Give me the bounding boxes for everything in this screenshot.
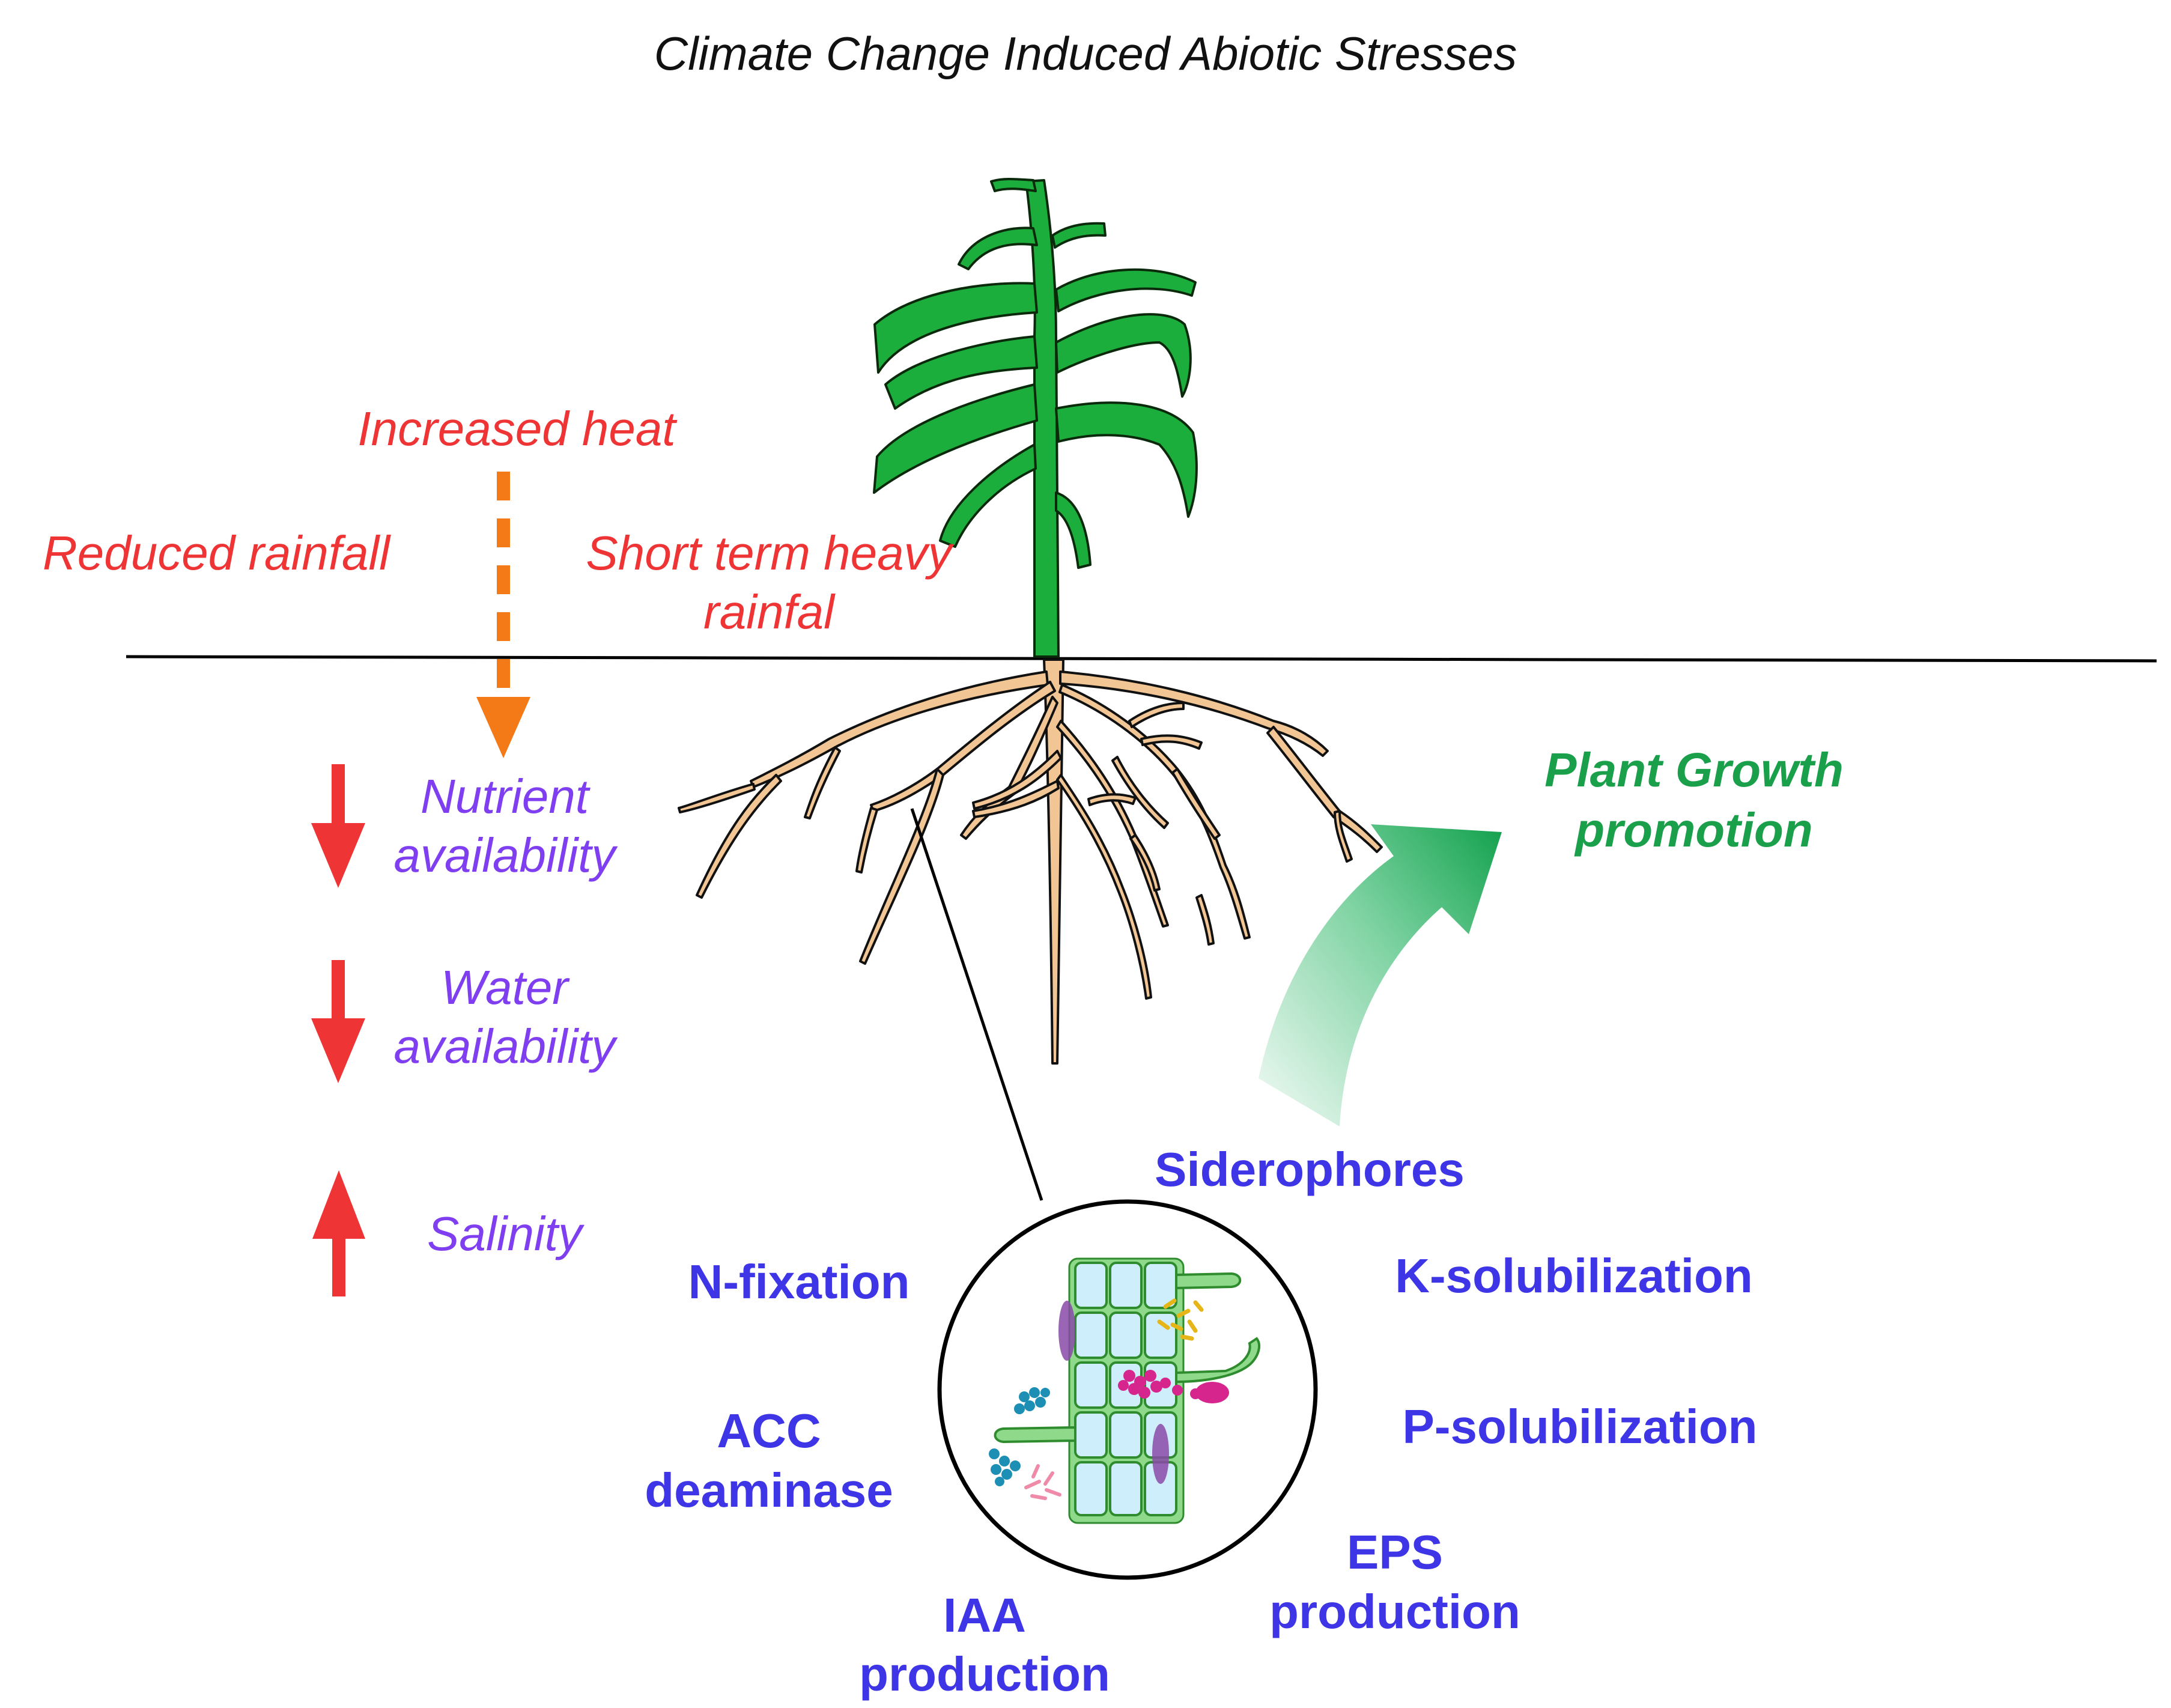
effect-water-line1: Water (441, 961, 568, 1014)
effect-nutrient-line1: Nutrient (420, 770, 589, 823)
outcome-line1: Plant Growth (1544, 743, 1844, 797)
magnifier-connector-line (910, 808, 1043, 1201)
mechanism-p-solubilization: P-solubilization (1402, 1400, 1758, 1453)
mechanism-acc-line2: deaminase (645, 1463, 893, 1517)
mechanism-eps-line2: production (1269, 1585, 1520, 1638)
down-arrow-icon (311, 764, 365, 888)
stress-heavy-rainfall-line1: Short term heavy (586, 526, 952, 580)
mechanism-eps-line1: EPS (1346, 1525, 1444, 1579)
soil-surface-line (126, 655, 2157, 663)
outcome-line2: promotion (1575, 803, 1813, 857)
dashed-down-arrow-icon (476, 472, 530, 758)
stress-increased-heat: Increased heat (357, 402, 676, 455)
stress-heavy-rainfall-line2: rainfal (703, 585, 834, 639)
up-arrow-icon (312, 1170, 365, 1296)
effect-nutrient-line2: availability (393, 828, 616, 882)
mechanism-siderophores: Siderophores (1155, 1143, 1465, 1196)
mechanism-iaa-line1: IAA (943, 1588, 1026, 1642)
mechanism-iaa-line2: production (859, 1647, 1110, 1701)
mechanism-k-solubilization: K-solubilization (1395, 1249, 1753, 1302)
diagram-title: Climate Change Induced Abiotic Stresses (654, 27, 1517, 80)
mechanism-acc-line1: ACC (717, 1404, 821, 1457)
root-system-icon (678, 658, 1383, 1065)
maize-plant-icon (873, 178, 1198, 658)
effect-salinity: Salinity (427, 1207, 582, 1260)
down-arrow-icon (311, 960, 365, 1083)
curved-up-arrow-icon (1259, 824, 1502, 1126)
effect-water-line2: availability (393, 1020, 616, 1073)
stress-reduced-rainfall: Reduced rainfall (42, 526, 390, 580)
root-cells-microbes-icon (937, 1199, 1318, 1580)
mechanism-n-fixation: N-fixation (688, 1255, 910, 1308)
